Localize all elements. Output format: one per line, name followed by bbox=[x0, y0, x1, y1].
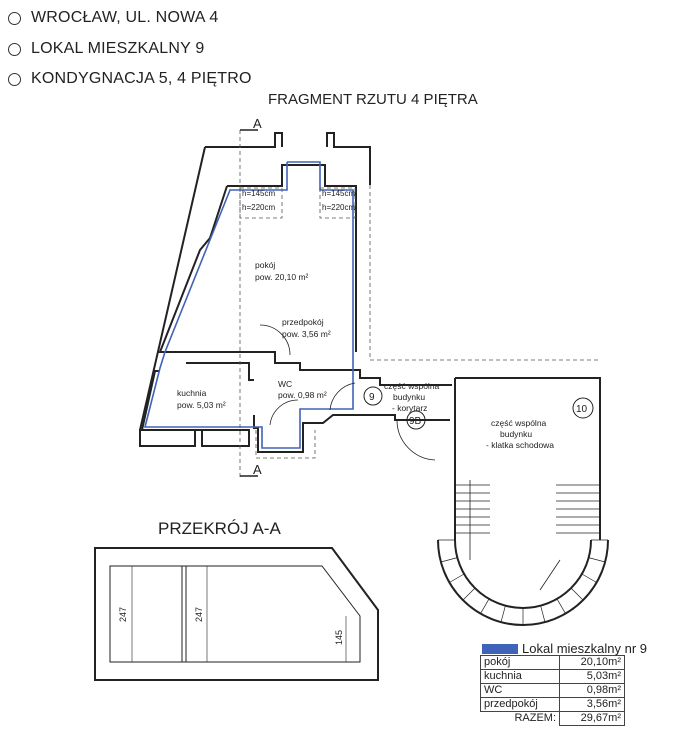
floor-text: KONDYGNACJA 5, 4 PIĘTRO bbox=[31, 70, 252, 87]
total-label: RAZEM: bbox=[514, 712, 556, 725]
room-name: przedpokój bbox=[480, 697, 560, 712]
apartment-outline bbox=[143, 161, 354, 449]
section-marker-bottom: A bbox=[253, 462, 262, 477]
room-area: 5,03m² bbox=[559, 669, 625, 684]
room-tags bbox=[363, 386, 594, 430]
section-drawing bbox=[94, 547, 379, 681]
stair-step bbox=[540, 605, 546, 623]
staircase-label: część wspólna bbox=[491, 418, 547, 428]
header-address: WROCŁAW, UL. NOWA 4 bbox=[8, 9, 219, 27]
room-name: WC bbox=[278, 379, 292, 389]
header-floor: KONDYGNACJA 5, 4 PIĘTRO bbox=[8, 70, 252, 88]
corridor-label: część wspólna bbox=[384, 381, 440, 391]
total-value: 29,67m² bbox=[559, 711, 625, 726]
corridor-label: budynku bbox=[393, 392, 425, 402]
header-unit: LOKAL MIESZKALNY 9 bbox=[8, 40, 204, 58]
walls bbox=[139, 132, 609, 626]
stair-step bbox=[581, 573, 597, 583]
room-name: pokój bbox=[480, 655, 560, 670]
room-name: przedpokój bbox=[282, 317, 324, 327]
stair-step bbox=[462, 587, 476, 601]
room-area: 0,98m² bbox=[559, 683, 625, 698]
section-marker-top: A bbox=[253, 116, 262, 131]
stair-step bbox=[449, 573, 465, 583]
room-area: pow. 0,98 m² bbox=[278, 390, 327, 400]
legend-swatch bbox=[482, 643, 518, 654]
height-label: h=145cm bbox=[322, 189, 355, 198]
corridor-label: - korytarz bbox=[392, 403, 427, 413]
room-name: kuchnia bbox=[480, 669, 560, 684]
section-dim: 247 bbox=[194, 607, 204, 622]
height-label: h=220cm bbox=[322, 203, 355, 212]
room-area: pow. 3,56 m² bbox=[282, 329, 331, 339]
section-dim: 145 bbox=[334, 630, 344, 645]
stair-step bbox=[480, 598, 490, 614]
room-name: pokój bbox=[255, 260, 275, 270]
section-title: PRZEKRÓJ A-A bbox=[158, 519, 281, 538]
staircase-label: - klatka schodowa bbox=[486, 440, 554, 450]
room-area: pow. 5,03 m² bbox=[177, 400, 226, 410]
tag-10: 10 bbox=[576, 404, 588, 415]
staircase-label: budynku bbox=[500, 429, 532, 439]
dashed-lines bbox=[239, 130, 600, 480]
stairs bbox=[438, 484, 608, 625]
height-label: h=220cm bbox=[242, 203, 275, 212]
room-area: 20,10m² bbox=[559, 655, 625, 670]
tag-9: 9 bbox=[369, 392, 375, 403]
bullet-icon bbox=[8, 42, 21, 56]
stair-step bbox=[500, 605, 506, 623]
stair-step bbox=[556, 598, 566, 614]
legend-label: Lokal mieszkalny nr 9 bbox=[522, 641, 647, 656]
total-row: RAZEM:29,67m² bbox=[481, 711, 625, 726]
room-name: kuchnia bbox=[177, 388, 207, 398]
room-labels: pokój pow. 20,10 m² przedpokój pow. 3,56… bbox=[177, 260, 554, 450]
section-markers bbox=[240, 129, 258, 477]
address-text: WROCŁAW, UL. NOWA 4 bbox=[31, 9, 219, 26]
doors bbox=[259, 324, 561, 591]
stair-step bbox=[440, 557, 458, 563]
bullet-icon bbox=[8, 11, 21, 25]
room-area: pow. 20,10 m² bbox=[255, 272, 309, 282]
room-area: 3,56m² bbox=[559, 697, 625, 712]
legend: Lokal mieszkalny nr 9 bbox=[482, 641, 647, 656]
stair-step bbox=[570, 587, 584, 601]
tag-9b: 9B bbox=[409, 416, 422, 427]
plan-title: FRAGMENT RZUTU 4 PIĘTRA bbox=[268, 91, 478, 108]
height-label: h=145cm bbox=[242, 189, 275, 198]
unit-text: LOKAL MIESZKALNY 9 bbox=[31, 40, 205, 57]
bullet-icon bbox=[8, 72, 21, 86]
height-labels: h=145cm h=220cm h=145cm h=220cm bbox=[242, 189, 355, 212]
stair-step bbox=[588, 557, 606, 563]
room-name: WC bbox=[480, 683, 560, 698]
section-dim: 247 bbox=[118, 607, 128, 622]
